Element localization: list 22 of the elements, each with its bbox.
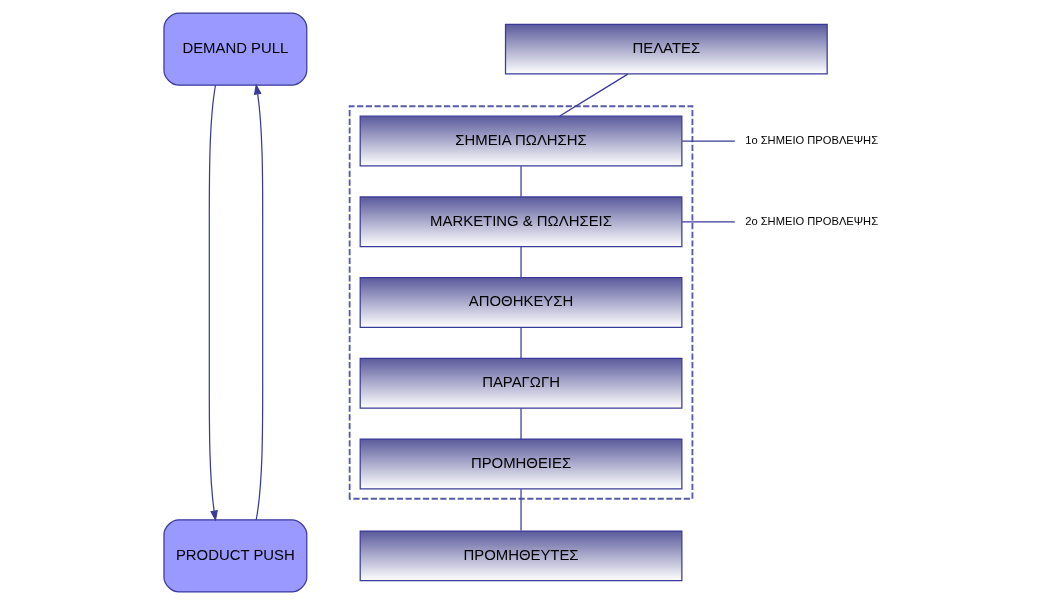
node-box: ΠΡΟΜΗΘΕΙΕΣ [359, 438, 683, 490]
cluster [348, 105, 694, 500]
connector [520, 407, 522, 440]
node-box: DEMAND PULL [163, 12, 308, 86]
node-box: ΠΕΛΑΤΕΣ [504, 23, 828, 75]
connector [520, 246, 522, 279]
node-box: PRODUCT PUSH [163, 519, 308, 593]
node-box: ΠΡΟΜΗΘΕΥΤΕΣ [359, 530, 683, 582]
node-box: MARKETING & ΠΩΛΗΣΕΙΣ [359, 196, 683, 248]
node-text: 1ο ΣΗΜΕΙΟ ΠΡΟΒΛΕΨΗΣ [745, 133, 879, 146]
connector [520, 165, 522, 198]
connector [559, 73, 629, 117]
arrow [208, 84, 218, 522]
connector [520, 488, 522, 532]
arrow [253, 83, 264, 521]
node-text: 2ο ΣΗΜΕΙΟ ΠΡΟΒΛΕΨΗΣ [745, 214, 879, 227]
connector [681, 221, 736, 223]
node-box: ΑΠΟΘΗΚΕΥΣΗ [359, 277, 683, 328]
connector [681, 140, 736, 142]
connector [520, 327, 522, 359]
node-box: ΣΗΜΕΙΑ ΠΩΛΗΣΗΣ [359, 115, 683, 167]
node-box: ΠΑΡΑΓΩΓΗ [359, 357, 683, 409]
